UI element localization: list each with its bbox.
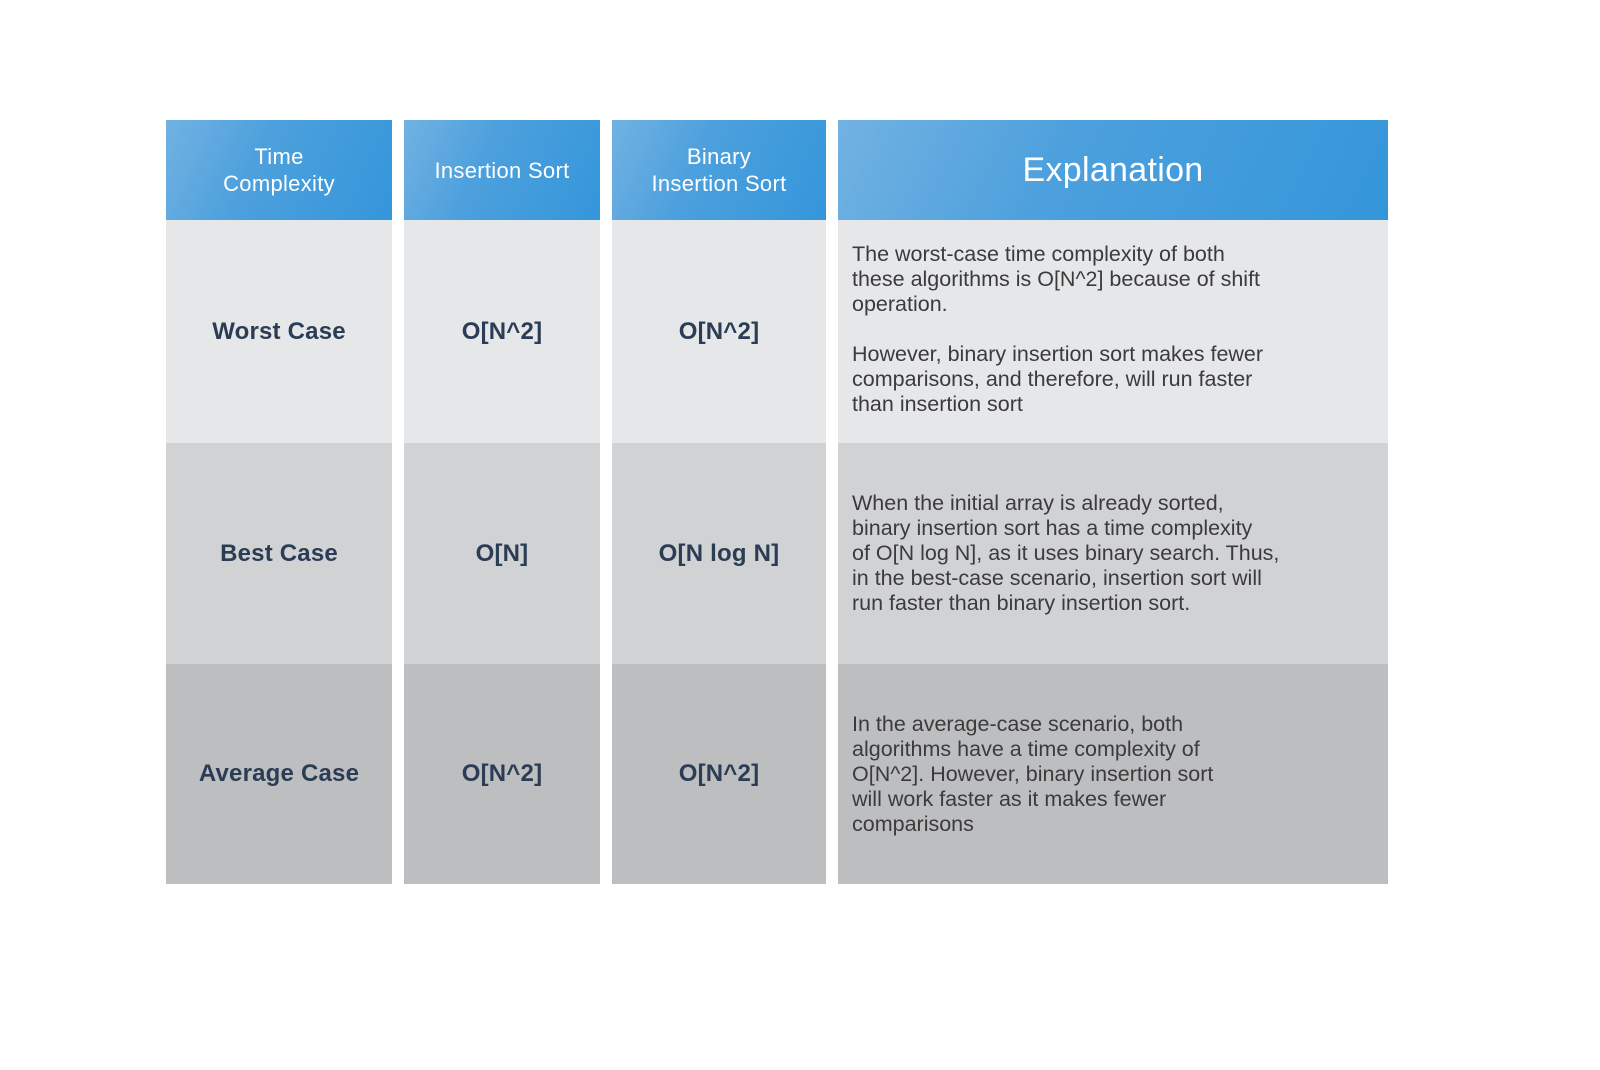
average-case-insertion-sort-value: O[N^2] <box>461 760 543 787</box>
worst-case-insertion-sort-cell: O[N^2] <box>404 220 600 443</box>
average-case-explanation-cell: In the average-case scenario, both algor… <box>838 664 1388 884</box>
best-case-label: Best Case <box>220 539 338 567</box>
header-insertion-sort-label: Insertion Sort <box>434 157 570 183</box>
header-insertion-sort: Insertion Sort <box>404 120 600 220</box>
table-row-best-case-label-cell: Best Case <box>166 443 392 664</box>
worst-case-binary-insertion-sort-value: O[N^2] <box>678 317 760 345</box>
worst-case-insertion-sort-value: O[N^2] <box>461 317 543 345</box>
average-case-insertion-sort-cell: O[N^2] <box>404 664 600 884</box>
header-explanation-label: Explanation <box>1022 151 1204 189</box>
average-case-binary-insertion-sort-cell: O[N^2] <box>612 664 826 884</box>
worst-case-explanation-paragraph-1: The worst-case time complexity of both t… <box>852 242 1261 316</box>
worst-case-explanation-cell: The worst-case time complexity of both t… <box>838 220 1388 443</box>
header-explanation: Explanation <box>838 120 1388 220</box>
worst-case-explanation-paragraph-2: However, binary insertion sort makes few… <box>852 342 1264 416</box>
header-time-complexity: Time Complexity <box>166 120 392 220</box>
header-binary-insertion-sort: Binary Insertion Sort <box>612 120 826 220</box>
best-case-explanation-paragraph: When the initial array is already sorted… <box>852 491 1280 615</box>
best-case-insertion-sort-value: O[N] <box>475 539 529 567</box>
table-row-average-case-label-cell: Average Case <box>166 664 392 884</box>
best-case-binary-insertion-sort-value: O[N log N] <box>658 539 780 567</box>
best-case-insertion-sort-cell: O[N] <box>404 443 600 664</box>
worst-case-label: Worst Case <box>212 317 346 345</box>
table-row-worst-case-label-cell: Worst Case <box>166 220 392 443</box>
worst-case-binary-insertion-sort-cell: O[N^2] <box>612 220 826 443</box>
complexity-comparison-table: Time Complexity Insertion Sort Binary In… <box>166 120 1388 884</box>
header-binary-insertion-sort-label: Binary Insertion Sort <box>651 144 787 196</box>
best-case-binary-insertion-sort-cell: O[N log N] <box>612 443 826 664</box>
header-time-complexity-label: Time Complexity <box>223 144 335 196</box>
best-case-explanation-cell: When the initial array is already sorted… <box>838 443 1388 664</box>
average-case-binary-insertion-sort-value: O[N^2] <box>678 760 760 787</box>
average-case-explanation-paragraph: In the average-case scenario, both algor… <box>852 711 1214 836</box>
average-case-label: Average Case <box>198 760 360 787</box>
